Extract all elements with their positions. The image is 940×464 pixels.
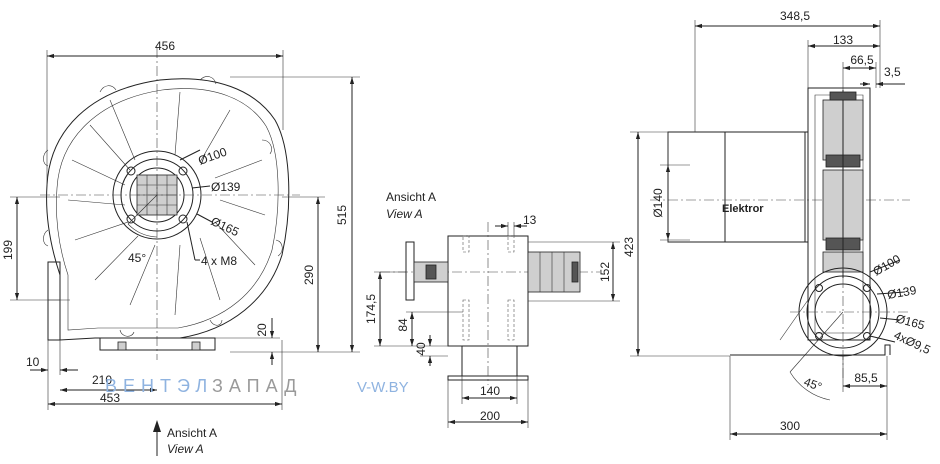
dim-210: 210 (92, 373, 112, 387)
dim-84: 84 (396, 318, 410, 332)
watermark: ВЕНТЭЛ ЗАПАД V-W.BY (105, 376, 409, 396)
dim-152: 152 (598, 262, 612, 282)
dim-d165: Ø165 (209, 214, 242, 239)
watermark-part2: ЗАПАД (212, 376, 302, 396)
dim-66-5: 66,5 (850, 53, 874, 67)
dim-348-5: 348,5 (780, 9, 810, 23)
dim-174-5: 174,5 (364, 294, 378, 324)
front-outlet (47, 261, 61, 341)
dim-290: 290 (302, 265, 316, 285)
front-dimension-lines (10, 50, 360, 410)
front-housing-inner (56, 88, 279, 331)
dim-side-45deg: 45° (802, 375, 824, 394)
view-a-arrow: Ansicht A View A (153, 420, 217, 456)
dim-423: 423 (622, 237, 636, 257)
dim-4xd9-5: 4xØ9,5 (892, 328, 933, 357)
dim-40: 40 (414, 342, 428, 356)
brand-label: Elektror (722, 203, 764, 215)
dim-side-d100: Ø100 (871, 252, 904, 279)
view-a-arrow-label-de: Ansicht A (167, 426, 217, 440)
dim-3-5: 3,5 (884, 65, 901, 79)
dim-515: 515 (335, 205, 349, 225)
dim-456: 456 (155, 39, 175, 53)
dim-133: 133 (833, 33, 853, 47)
front-base-foot (99, 337, 216, 351)
dim-4xm8: 4 x M8 (201, 254, 237, 268)
dim-d140: Ø140 (651, 188, 665, 218)
dim-10: 10 (26, 355, 40, 369)
impeller-side (822, 90, 864, 278)
housing-rim-bumps (43, 76, 283, 337)
dim-199: 199 (1, 240, 15, 260)
view-a-title-de: Ansicht A (386, 190, 436, 204)
view-a-arrow-label-en: View A (167, 442, 204, 456)
watermark-part1: ВЕНТЭЛ (105, 376, 213, 396)
motor-body (667, 131, 809, 243)
dim-453: 453 (100, 391, 120, 405)
dim-20: 20 (255, 323, 269, 337)
front-view: 456 515 290 199 Ø100 Ø139 Ø165 4 x M8 45… (1, 39, 360, 456)
watermark-url: V-W.BY (357, 379, 409, 396)
dim-200: 200 (480, 409, 500, 423)
impeller-ribs (67, 91, 266, 316)
dim-45deg: 45° (128, 251, 146, 265)
dim-85-5: 85,5 (854, 371, 878, 385)
view-a-title-en: View A (386, 207, 423, 221)
dim-300: 300 (780, 419, 800, 433)
front-housing-outline (46, 78, 290, 341)
dim-d100: Ø100 (196, 145, 229, 168)
bolt-holes (126, 166, 188, 224)
dim-d139: Ø139 (211, 180, 241, 194)
dim-140: 140 (480, 384, 500, 398)
view-a: Ansicht A View A (364, 190, 620, 428)
side-view: Elektror (622, 9, 933, 440)
dim-13: 13 (523, 213, 537, 227)
dim-side-d139: Ø139 (886, 283, 918, 302)
